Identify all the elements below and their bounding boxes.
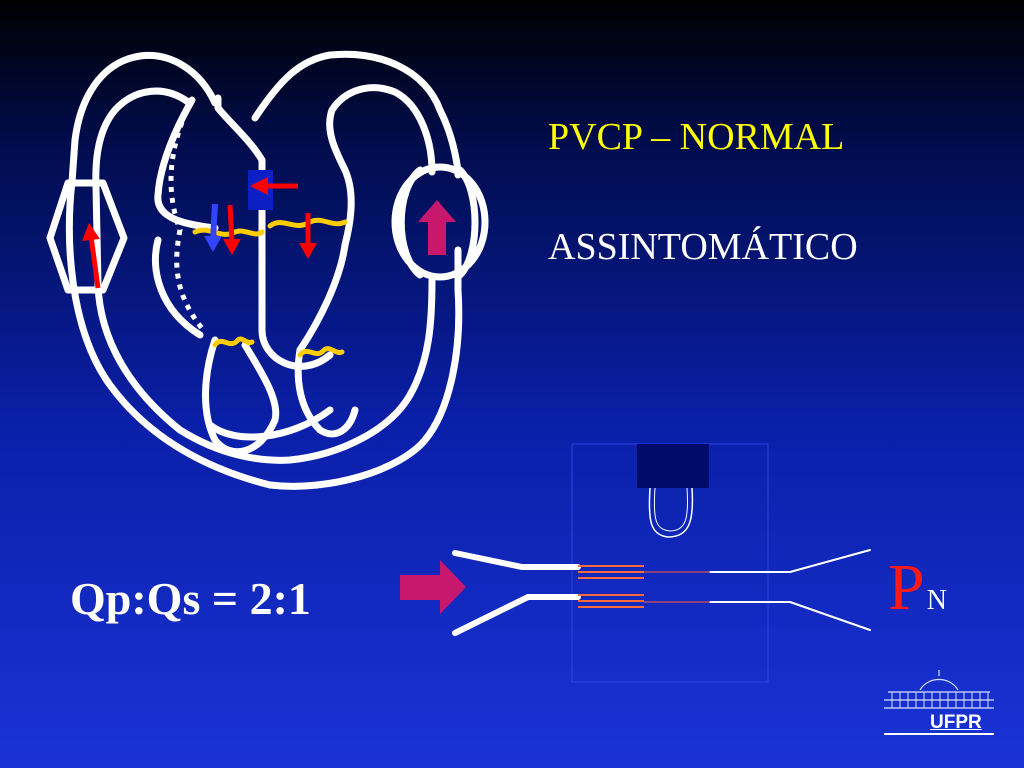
ventricle-left — [202, 336, 280, 456]
left-lower-curve — [151, 236, 204, 339]
flow-arrow-up — [88, 235, 101, 289]
heart-outer-right-contour — [251, 50, 462, 179]
reservoir-block — [637, 444, 709, 488]
dotted-septal-line — [168, 111, 207, 334]
slide-subtitle: ASSINTOMÁTICO — [548, 226, 858, 268]
pipe-flare-lower — [789, 601, 871, 631]
flow-ratio-label: Qp:Qs = 2:1 — [70, 573, 311, 624]
valve-tricuspid — [192, 227, 265, 237]
slide-title: PVCP – NORMAL — [548, 116, 845, 158]
pipe-inlet-lower — [452, 594, 581, 636]
right-chamber-line — [296, 241, 349, 354]
shunt-arrow-right — [400, 560, 466, 614]
ufpr-building-icon — [884, 670, 994, 735]
vessel-hexagon — [46, 179, 128, 294]
heart-outer-left-contour — [65, 51, 463, 490]
flow-arrow-down-2-head — [299, 243, 317, 259]
left-chamber-line — [154, 96, 219, 232]
pipe-inlet-upper — [452, 550, 581, 570]
valve-aortic — [297, 346, 345, 358]
ventricle-right — [294, 346, 359, 438]
vessel-ellipse-inner-left — [397, 166, 424, 279]
heart-inner-right-contour — [326, 84, 436, 249]
flow-arrow-blue — [204, 203, 222, 252]
septum-line — [214, 94, 334, 370]
reservoir-loop-inner — [653, 487, 688, 532]
vessel-ellipse-outer — [391, 163, 489, 281]
flow-arrow-down-1 — [227, 204, 235, 244]
pressure-label: PN — [888, 555, 947, 621]
vessel-ellipse-inner-right — [456, 166, 479, 279]
flow-arrow-down-1-head — [223, 239, 241, 255]
reservoir-loop — [648, 487, 694, 538]
flow-arrows-red — [82, 177, 317, 289]
ufpr-logo-text: UFPR — [930, 712, 982, 733]
flow-arrow-up-head — [82, 223, 100, 241]
ejection-arrow-up — [418, 200, 456, 255]
pressure-main: P — [888, 551, 925, 624]
pressure-subscript: N — [926, 585, 947, 616]
pipe-flare-upper — [789, 549, 871, 573]
heart-inner-left-contour — [92, 87, 436, 464]
flow-arrow-left-to-right-head — [250, 177, 268, 195]
ventricle-base — [206, 406, 334, 441]
valve-pulmonary — [212, 336, 255, 348]
